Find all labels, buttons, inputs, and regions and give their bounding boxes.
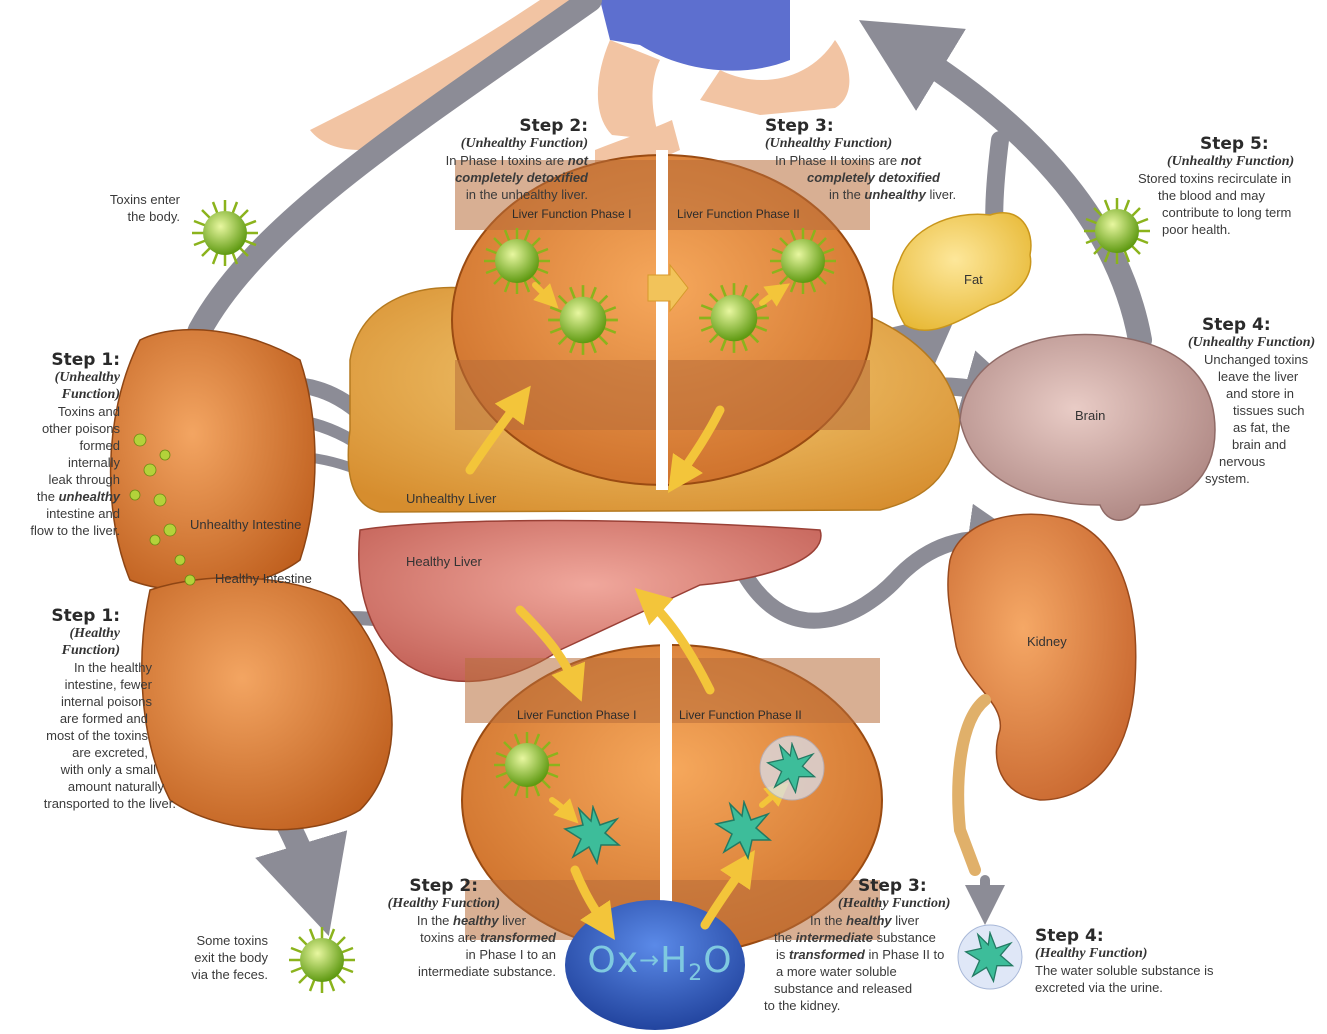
step2-healthy: Step 2: (Healthy Function) In the health… [378,878,556,980]
step2-unhealthy: Step 2: (Unhealthy Function) In Phase I … [340,118,588,203]
label-unhealthy-intestine: Unhealthy Intestine [190,517,301,532]
step5-unhealthy: Step 5: (Unhealthy Function) Stored toxi… [1138,136,1318,238]
water-formula: Ox→H2O [580,940,740,986]
step1-unhealthy: Step 1: (Unhealthy Function) Toxins and … [5,352,120,539]
formula-h: H [660,940,688,981]
healthy-intestine [142,578,392,830]
step4-unhealthy: Step 4: (Unhealthy Function) Unchanged t… [1188,317,1326,487]
formula-left: Ox [587,940,639,981]
toxin-exit [289,927,355,993]
unhealthy-intestine [111,330,315,591]
label-unhealthy-phase2: Liver Function Phase II [677,207,800,221]
label-unhealthy-phase1: Liver Function Phase I [512,207,631,221]
step3-unhealthy: Step 3: (Unhealthy Function) In Phase II… [765,118,985,203]
label-fat: Fat [964,272,983,287]
ureter [958,700,985,870]
kidney [948,514,1136,800]
label-healthy-liver: Healthy Liver [406,554,482,569]
label-brain: Brain [1075,408,1105,423]
formula-sub: 2 [688,961,703,986]
step1-healthy: Step 1: (Healthy Function) In the health… [30,608,176,812]
label-healthy-phase2: Liver Function Phase II [679,708,802,722]
label-healthy-intestine: Healthy Intestine [215,571,312,586]
brain [960,334,1215,520]
label-healthy-phase1: Liver Function Phase I [517,708,636,722]
label-kidney: Kidney [1027,634,1067,649]
label-unhealthy-liver: Unhealthy Liver [406,491,496,506]
step4-healthy: Step 4: (Healthy Function) The water sol… [1035,928,1255,996]
step3-healthy: Step 3: (Healthy Function) In the health… [764,878,964,1014]
fat-tissue [893,213,1031,331]
formula-arrow: → [639,946,660,974]
formula-o: O [703,940,732,981]
